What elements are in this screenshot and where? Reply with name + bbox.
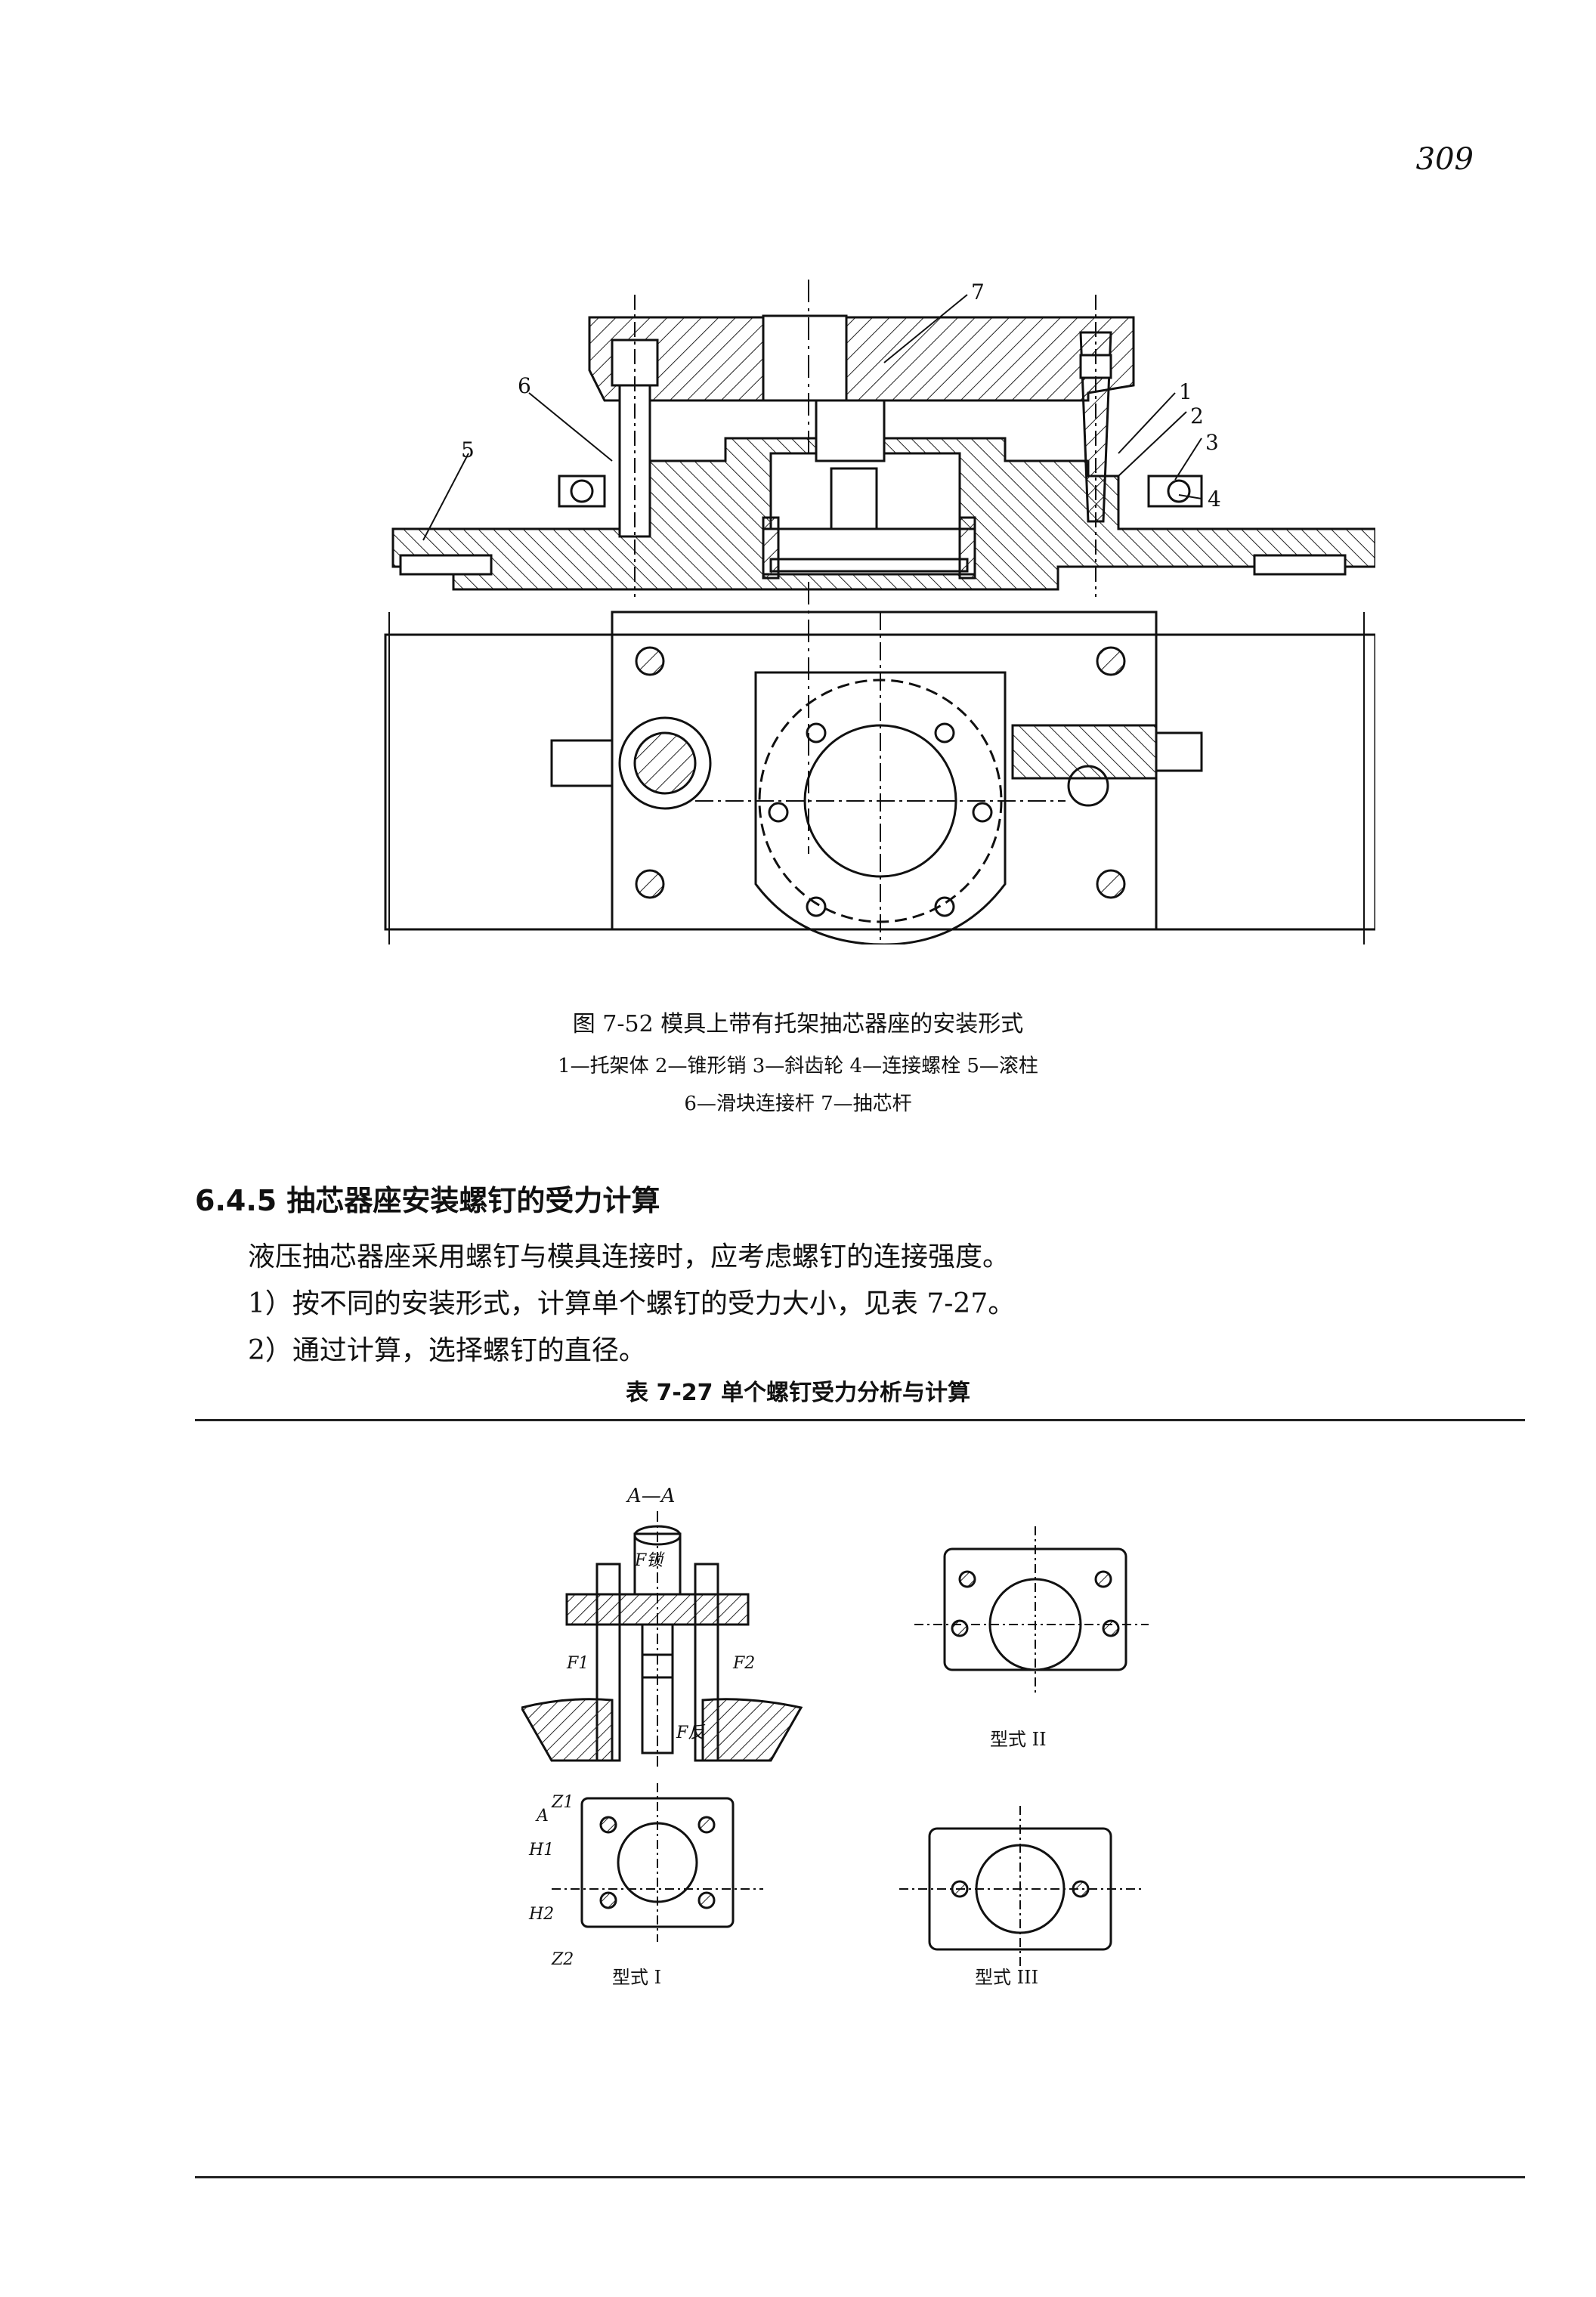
figure-legend-line-2: 6—滑块连接杆 7—抽芯杆: [684, 1093, 912, 1115]
callout-2: 2: [1190, 403, 1204, 428]
table-top-rule: [195, 1419, 1525, 1421]
type-1-plate: [552, 1783, 763, 1942]
section-heading: 6.4.5 抽芯器座安装螺钉的受力计算: [195, 1184, 660, 1217]
label-a: A: [535, 1807, 549, 1826]
callout-1: 1: [1179, 379, 1192, 404]
table-7-27-diagrams: A—A F锁 F1 F2 F反 Z1 Z2 H1 H2 A 型式 I 型式 II: [521, 1485, 1149, 1987]
type-1-label: 型式 I: [612, 1967, 661, 1987]
table-title: 表 7-27 单个螺钉受力分析与计算: [626, 1380, 970, 1406]
label-section-a-a: A—A: [626, 1485, 676, 1507]
callout-3: 3: [1205, 430, 1219, 455]
section-a-a: [521, 1511, 803, 1768]
type-3-label: 型式 III: [975, 1967, 1038, 1987]
label-h1: H1: [528, 1841, 554, 1860]
label-h2: H2: [528, 1905, 554, 1924]
label-z2: Z2: [551, 1950, 574, 1969]
figure-7-52-drawing: 7 6 5 1 2 3 4: [384, 280, 1375, 944]
paragraph-1: 液压抽芯器座采用螺钉与模具连接时，应考虑螺钉的连接强度。: [248, 1241, 1010, 1272]
callout-6: 6: [518, 373, 531, 398]
table-bottom-rule: [195, 2176, 1525, 2178]
type-2-label: 型式 II: [990, 1729, 1047, 1750]
paragraph-3: 2）通过计算，选择螺钉的直径。: [248, 1335, 646, 1366]
callout-5: 5: [461, 437, 475, 462]
page-number: 309: [1415, 142, 1474, 177]
label-f2: F2: [732, 1654, 755, 1673]
section-view: [391, 280, 1375, 854]
label-f-react: F反: [676, 1724, 706, 1742]
type-2-plate: [914, 1526, 1149, 1693]
label-z1: Z1: [551, 1793, 574, 1812]
plan-view: [384, 611, 1375, 944]
callout-7: 7: [971, 280, 985, 305]
callout-4: 4: [1208, 487, 1221, 512]
figure-legend-line-1: 1—托架体 2—锥形销 3—斜齿轮 4—连接螺栓 5—滚柱: [558, 1055, 1038, 1077]
label-f-lock: F锁: [634, 1551, 665, 1570]
figure-caption: 图 7-52 模具上带有托架抽芯器座的安装形式: [572, 1011, 1024, 1037]
callout-leaders: [422, 294, 1202, 541]
type-3-plate: [899, 1806, 1141, 1972]
paragraph-2: 1）按不同的安装形式，计算单个螺钉的受力大小，见表 7-27。: [248, 1288, 1016, 1319]
label-f1: F1: [566, 1654, 589, 1673]
